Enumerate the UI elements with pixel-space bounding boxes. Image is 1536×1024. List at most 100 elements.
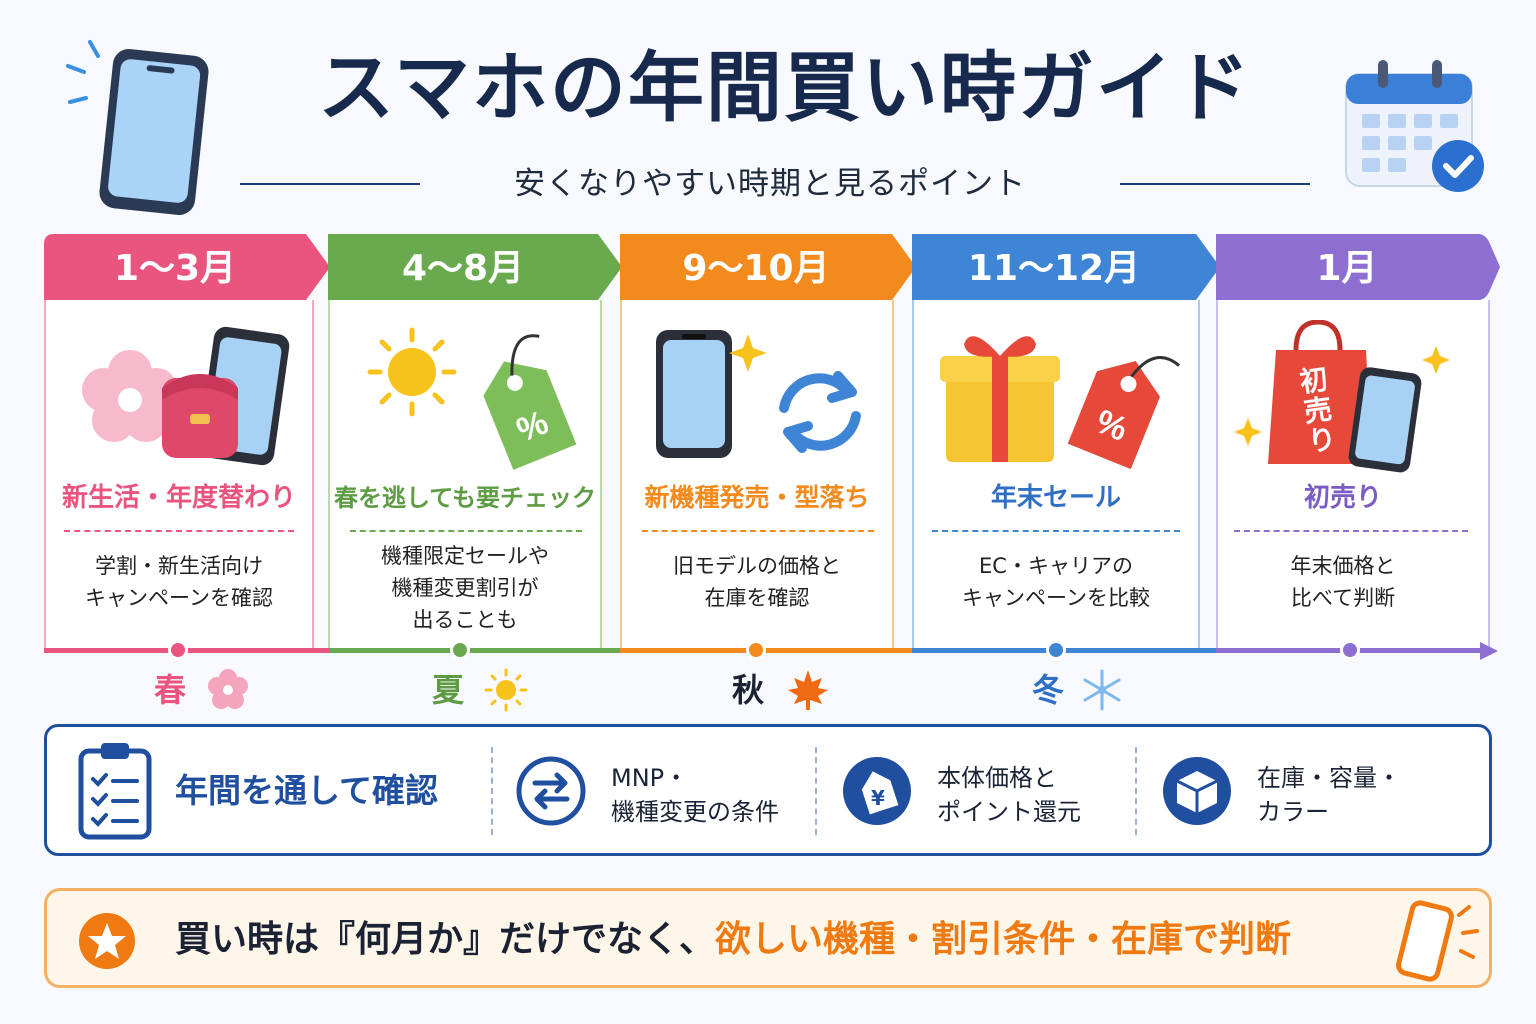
dashed-divider bbox=[642, 530, 874, 532]
smartphone-icon bbox=[1348, 367, 1422, 473]
tip-prefix: 買い時は『何月か』だけでなく、 bbox=[175, 919, 716, 960]
timeline-dot bbox=[1340, 640, 1360, 660]
period-card-apr-aug: 4〜8月 % 春を逃しても要チェック 機種限定セールや 機種変更割引が 出ること… bbox=[328, 234, 622, 652]
sakura-icon bbox=[82, 350, 178, 442]
discount-tag-icon: % bbox=[1067, 356, 1181, 470]
season-label-winter: 冬 bbox=[1032, 671, 1065, 709]
dashed-divider bbox=[350, 530, 582, 532]
checklist-item-line: 本体価格と bbox=[937, 764, 1057, 792]
timeline-dot bbox=[168, 640, 188, 660]
checklist-title: 年間を通して確認 bbox=[175, 771, 439, 810]
sun-icon bbox=[484, 668, 528, 712]
season-label-autumn: 秋 bbox=[732, 671, 765, 709]
discount-tag-icon: % bbox=[483, 334, 577, 470]
period-header: 11〜12月 bbox=[912, 234, 1220, 300]
period-header: 1〜3月 bbox=[44, 234, 330, 300]
period-month: 9〜10月 bbox=[682, 248, 830, 289]
buying-tip-banner: 買い時は『何月か』だけでなく、欲しい機種・割引条件・在庫で判断 bbox=[44, 888, 1492, 988]
checklist-item-mnp: MNP・ 機種変更の条件 bbox=[515, 755, 815, 831]
checklist-item-stock: 在庫・容量・ カラー bbox=[1161, 755, 1461, 831]
checklist-item-line: 在庫・容量・ bbox=[1257, 764, 1401, 792]
divider bbox=[815, 747, 817, 835]
period-header: 1月 bbox=[1216, 234, 1500, 300]
star-icon bbox=[79, 913, 135, 969]
subtitle-bar: 安くなりやすい時期と見るポイント bbox=[240, 162, 1310, 206]
sparkle-icon bbox=[1234, 418, 1262, 446]
season-label-spring: 春 bbox=[154, 671, 187, 709]
dashed-divider bbox=[64, 530, 294, 532]
sparkle-icon bbox=[729, 334, 767, 372]
checklist-item-line: ポイント還元 bbox=[937, 798, 1081, 826]
shopping-bag-icon bbox=[1268, 320, 1372, 464]
period-heading: 初売り bbox=[1303, 483, 1382, 513]
period-description: 機種限定セールや 機種変更割引が 出ることも bbox=[381, 544, 549, 632]
checklist-item-line: MNP・ bbox=[611, 764, 689, 792]
period-heading: 春を逃しても要チェック bbox=[333, 484, 597, 512]
tip-text: 買い時は『何月か』だけでなく、欲しい機種・割引条件・在庫で判断 bbox=[175, 913, 1291, 967]
period-card-sep-oct: 9〜10月 新機種発売・型落ち 旧モデルの価格と 在庫を確認 bbox=[620, 234, 916, 652]
box-icon bbox=[1163, 757, 1231, 825]
period-card-nov-dec: 11〜12月 % 年末セール EC・キャリアの キャンペーンを比較 bbox=[912, 234, 1220, 652]
period-header: 4〜8月 bbox=[328, 234, 622, 300]
divider bbox=[491, 747, 493, 835]
period-heading: 新機種発売・型落ち bbox=[644, 483, 870, 512]
tip-highlight: 欲しい機種・割引条件・在庫で判断 bbox=[715, 919, 1292, 960]
sakura-icon bbox=[208, 669, 248, 709]
yen-tag-icon: ¥ bbox=[843, 757, 911, 825]
divider bbox=[1135, 747, 1137, 835]
smartphone-icon bbox=[1396, 900, 1479, 982]
period-header: 9〜10月 bbox=[620, 234, 916, 300]
smartphone-icon bbox=[66, 40, 209, 215]
checklist-item-line: カラー bbox=[1257, 798, 1329, 826]
period-card-january: 1月 初売り 初売り 年末価格と 比べて判断 bbox=[1216, 234, 1500, 652]
school-backpack-icon bbox=[162, 374, 238, 458]
season-label-summer: 夏 bbox=[432, 671, 465, 709]
refresh-icon bbox=[779, 371, 861, 453]
spring-illustration bbox=[82, 326, 290, 466]
timeline-dot bbox=[450, 640, 470, 660]
dashed-divider bbox=[932, 530, 1180, 532]
period-month: 11〜12月 bbox=[967, 248, 1141, 289]
clipboard-checklist-icon bbox=[78, 743, 152, 840]
gift-box-icon bbox=[940, 336, 1060, 462]
subtitle-rule-left bbox=[240, 183, 420, 185]
timeline-axis-autumn bbox=[620, 648, 912, 653]
calendar-check-icon bbox=[1345, 60, 1484, 192]
winter-sale-illustration: % bbox=[940, 336, 1181, 470]
checklist-item-text: 在庫・容量・ カラー bbox=[1257, 761, 1401, 829]
checklist-item-text: MNP・ 機種変更の条件 bbox=[611, 761, 779, 829]
snowflake-icon bbox=[1083, 669, 1121, 711]
timeline-axis-summer bbox=[330, 648, 620, 653]
year-round-checklist: 年間を通して確認 MNP・ 機種変更の条件 ¥ 本体価格と bbox=[44, 724, 1492, 856]
timeline-dot bbox=[746, 640, 766, 660]
period-month: 1〜3月 bbox=[113, 248, 237, 289]
period-description: 年末価格と 比べて判断 bbox=[1290, 554, 1396, 610]
period-heading: 新生活・年度替わり bbox=[61, 483, 296, 513]
summer-illustration: % bbox=[367, 327, 577, 470]
timeline-dot bbox=[1046, 640, 1066, 660]
timeline-arrow-head bbox=[1480, 642, 1498, 660]
maple-leaf-icon bbox=[788, 670, 828, 710]
period-month: 4〜8月 bbox=[401, 248, 525, 289]
dashed-divider bbox=[1234, 530, 1468, 532]
svg-text:¥: ¥ bbox=[871, 786, 885, 810]
page-subtitle: 安くなりやすい時期と見るポイント bbox=[514, 166, 1026, 202]
checklist-item-price: ¥ 本体価格と ポイント還元 bbox=[841, 755, 1141, 831]
period-heading: 年末セール bbox=[990, 483, 1121, 513]
checklist-item-text: 本体価格と ポイント還元 bbox=[937, 761, 1081, 829]
page-title: スマホの年間買い時ガイド bbox=[318, 43, 1252, 132]
subtitle-rule-right bbox=[1120, 183, 1310, 185]
period-card-jan-mar: 1〜3月 新生活・年度替わり 学割・新生活向け キャンペーンを確認 bbox=[44, 234, 330, 652]
swap-arrows-icon bbox=[516, 756, 586, 826]
smartphone-icon bbox=[656, 330, 732, 458]
checklist-item-line: 機種変更の条件 bbox=[611, 798, 779, 826]
new-year-sale-illustration bbox=[1234, 320, 1450, 473]
period-month: 1月 bbox=[1316, 248, 1378, 289]
period-description: 学割・新生活向け キャンペーンを確認 bbox=[85, 554, 273, 610]
period-description: 旧モデルの価格と 在庫を確認 bbox=[673, 554, 841, 610]
period-body bbox=[328, 300, 602, 652]
sparkle-icon bbox=[1422, 346, 1450, 374]
period-description: EC・キャリアの キャンペーンを比較 bbox=[962, 554, 1150, 610]
autumn-illustration bbox=[656, 330, 861, 458]
